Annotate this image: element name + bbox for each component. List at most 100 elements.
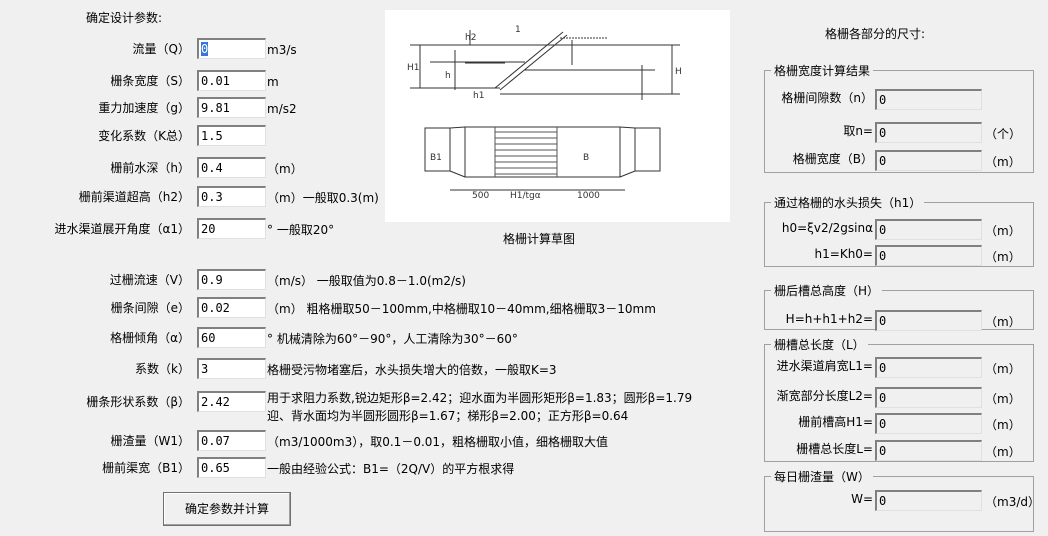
result-field[interactable]: 0: [875, 440, 982, 461]
result-field[interactable]: 0: [875, 122, 982, 143]
velocity-v-input[interactable]: 0.9: [197, 269, 266, 290]
result-field[interactable]: 0: [875, 245, 982, 266]
flow-q-note: m3/s: [267, 43, 297, 57]
grating-sketch-drawing: 1 h2 H1 h h1 H B1 B 500 H1/tgα 1000: [407, 25, 682, 201]
result-label: 栅槽总长度L=: [796, 442, 873, 456]
channel-width-b1-note: 一般由经验公式：B1=（2Q/V）的平方根求得: [267, 462, 515, 476]
result-field[interactable]: 0: [875, 89, 982, 110]
freeboard-h2-label: 栅前渠道超高（h2）: [78, 190, 190, 204]
result-field[interactable]: 0: [875, 219, 982, 240]
result-value: 0: [879, 223, 887, 237]
result-value: 0: [879, 314, 887, 328]
variation-k-value: 1.5: [201, 129, 223, 143]
diagram-label-h: h: [445, 71, 451, 81]
result-label: 进水渠道肩宽L1=: [776, 359, 873, 373]
total-length-group-title: 栅槽总长度（L）: [771, 336, 868, 353]
grating-sketch: 1 h2 H1 h h1 H B1 B 500 H1/tgα 1000: [385, 10, 730, 222]
head-loss-group: 通过格栅的水头损失（h1）: [764, 194, 1034, 267]
gravity-g-label: 重力加速度（g）: [98, 101, 190, 115]
water-depth-h-note: （m）: [267, 162, 303, 176]
diagram-label-500: 500: [472, 191, 489, 201]
flow-q-input[interactable]: 0: [197, 38, 266, 59]
shape-factor-beta-input[interactable]: 2.42: [197, 391, 266, 412]
bar-width-s-label: 栅条宽度（S）: [110, 74, 190, 88]
grate-angle-a-note: ° 机械清除为60°－90°，人工清除为30°－60°: [267, 332, 518, 346]
result-field[interactable]: 0: [875, 357, 982, 378]
confirm-calculate-button[interactable]: 确定参数并计算: [163, 492, 291, 526]
result-value: 0: [879, 126, 887, 140]
diagram-label-h1: h1: [473, 91, 484, 101]
flow-q-label: 流量（Q）: [132, 42, 190, 56]
velocity-v-label: 过栅流速（V）: [109, 273, 190, 287]
bar-gap-e-input[interactable]: 0.02: [197, 297, 266, 318]
shape-factor-beta-value: 2.42: [201, 395, 230, 409]
bar-width-s-note: m: [267, 75, 279, 89]
result-field[interactable]: 0: [875, 310, 982, 331]
result-unit: （m）: [985, 224, 1021, 238]
result-value: 0: [879, 494, 887, 508]
head-loss-group-title: 通过格栅的水头损失（h1）: [771, 194, 925, 211]
result-unit: （m）: [985, 392, 1021, 406]
velocity-v-value: 0.9: [201, 273, 223, 287]
result-field[interactable]: 0: [875, 413, 982, 434]
result-label: 格栅间隙数（n）: [781, 91, 873, 105]
result-unit: （m）: [985, 250, 1021, 264]
coefficient-k-value: 3: [201, 362, 209, 376]
bar-gap-e-value: 0.02: [201, 301, 230, 315]
grate-width-group-title: 格栅宽度计算结果: [771, 62, 874, 79]
result-value: 0: [879, 249, 887, 263]
result-value: 0: [879, 391, 887, 405]
result-unit: （m）: [985, 315, 1021, 329]
channel-width-b1-input[interactable]: 0.65: [197, 457, 266, 478]
result-field[interactable]: 0: [875, 387, 982, 408]
freeboard-h2-input[interactable]: 0.3: [197, 186, 266, 207]
coefficient-k-input[interactable]: 3: [197, 358, 266, 379]
grate-angle-a-input[interactable]: 60: [197, 327, 266, 348]
diagram-label-1: 1: [515, 25, 521, 35]
result-field[interactable]: 0: [875, 490, 982, 511]
flow-q-value: 0: [201, 42, 209, 56]
spread-angle-a1-value: 20: [201, 222, 216, 236]
water-depth-h-label: 栅前水深（h）: [110, 161, 190, 175]
channel-width-b1-value: 0.65: [201, 461, 230, 475]
screenings-w1-input[interactable]: 0.07: [197, 430, 266, 451]
result-unit: （m3/d）: [985, 495, 1040, 509]
result-label: 渐宽部分长度L2=: [776, 389, 873, 403]
result-label: h1=Kh0=: [814, 247, 873, 261]
spread-angle-a1-input[interactable]: 20: [197, 218, 266, 239]
channel-width-b1-label: 栅前渠宽（B1）: [102, 461, 190, 475]
screenings-w1-value: 0.07: [201, 434, 230, 448]
screenings-w1-note: （m3/1000m3），取0.1－0.01，粗格栅取小值，细格栅取大值: [267, 435, 609, 449]
result-value: 0: [879, 417, 887, 431]
grate-angle-a-label: 格栅倾角（α）: [110, 331, 190, 345]
gravity-g-input[interactable]: 9.81: [197, 97, 266, 118]
result-field[interactable]: 0: [875, 150, 982, 171]
variation-k-input[interactable]: 1.5: [197, 125, 266, 146]
diagram-label-H1: H1: [407, 63, 420, 73]
freeboard-h2-note: （m）一般取0.3(m): [267, 191, 379, 205]
dimensions-heading: 格栅各部分的尺寸:: [825, 27, 926, 41]
diagram-label-H: H: [675, 67, 682, 77]
design-params-heading: 确定设计参数:: [86, 11, 163, 25]
bar-width-s-value: 0.01: [201, 74, 230, 88]
daily-screenings-group-title: 每日栅渣量（W）: [771, 468, 873, 485]
screenings-w1-label: 栅渣量（W1）: [110, 434, 190, 448]
gravity-g-value: 9.81: [201, 101, 230, 115]
bar-gap-e-label: 栅条间隙（e）: [110, 301, 190, 315]
variation-k-label: 变化系数（K总）: [98, 129, 190, 143]
water-depth-h-input[interactable]: 0.4: [197, 157, 266, 178]
bar-width-s-input[interactable]: 0.01: [197, 70, 266, 91]
diagram-label-1000: 1000: [577, 191, 600, 201]
diagram-label-h1-tga: H1/tgα: [510, 191, 541, 201]
diagram-label-B: B: [583, 153, 589, 163]
result-label: 格栅宽度（B）: [792, 152, 873, 166]
shape-factor-beta-note: 用于求阻力系数,锐边矩形β=2.42；迎水面为半圆形矩形β=1.83；圆形β=1…: [267, 391, 693, 405]
result-value: 0: [879, 444, 887, 458]
spread-angle-a1-note: ° 一般取20°: [267, 223, 335, 237]
grate-angle-a-value: 60: [201, 331, 216, 345]
shape-factor-beta-label: 栅条形状系数（β）: [86, 395, 190, 409]
result-unit: （m）: [985, 445, 1021, 459]
diagram-label-h2: h2: [465, 33, 476, 43]
total-height-group-title: 栅后槽总高度（H）: [771, 282, 883, 299]
result-label: 栅前槽高H1=: [798, 415, 873, 429]
